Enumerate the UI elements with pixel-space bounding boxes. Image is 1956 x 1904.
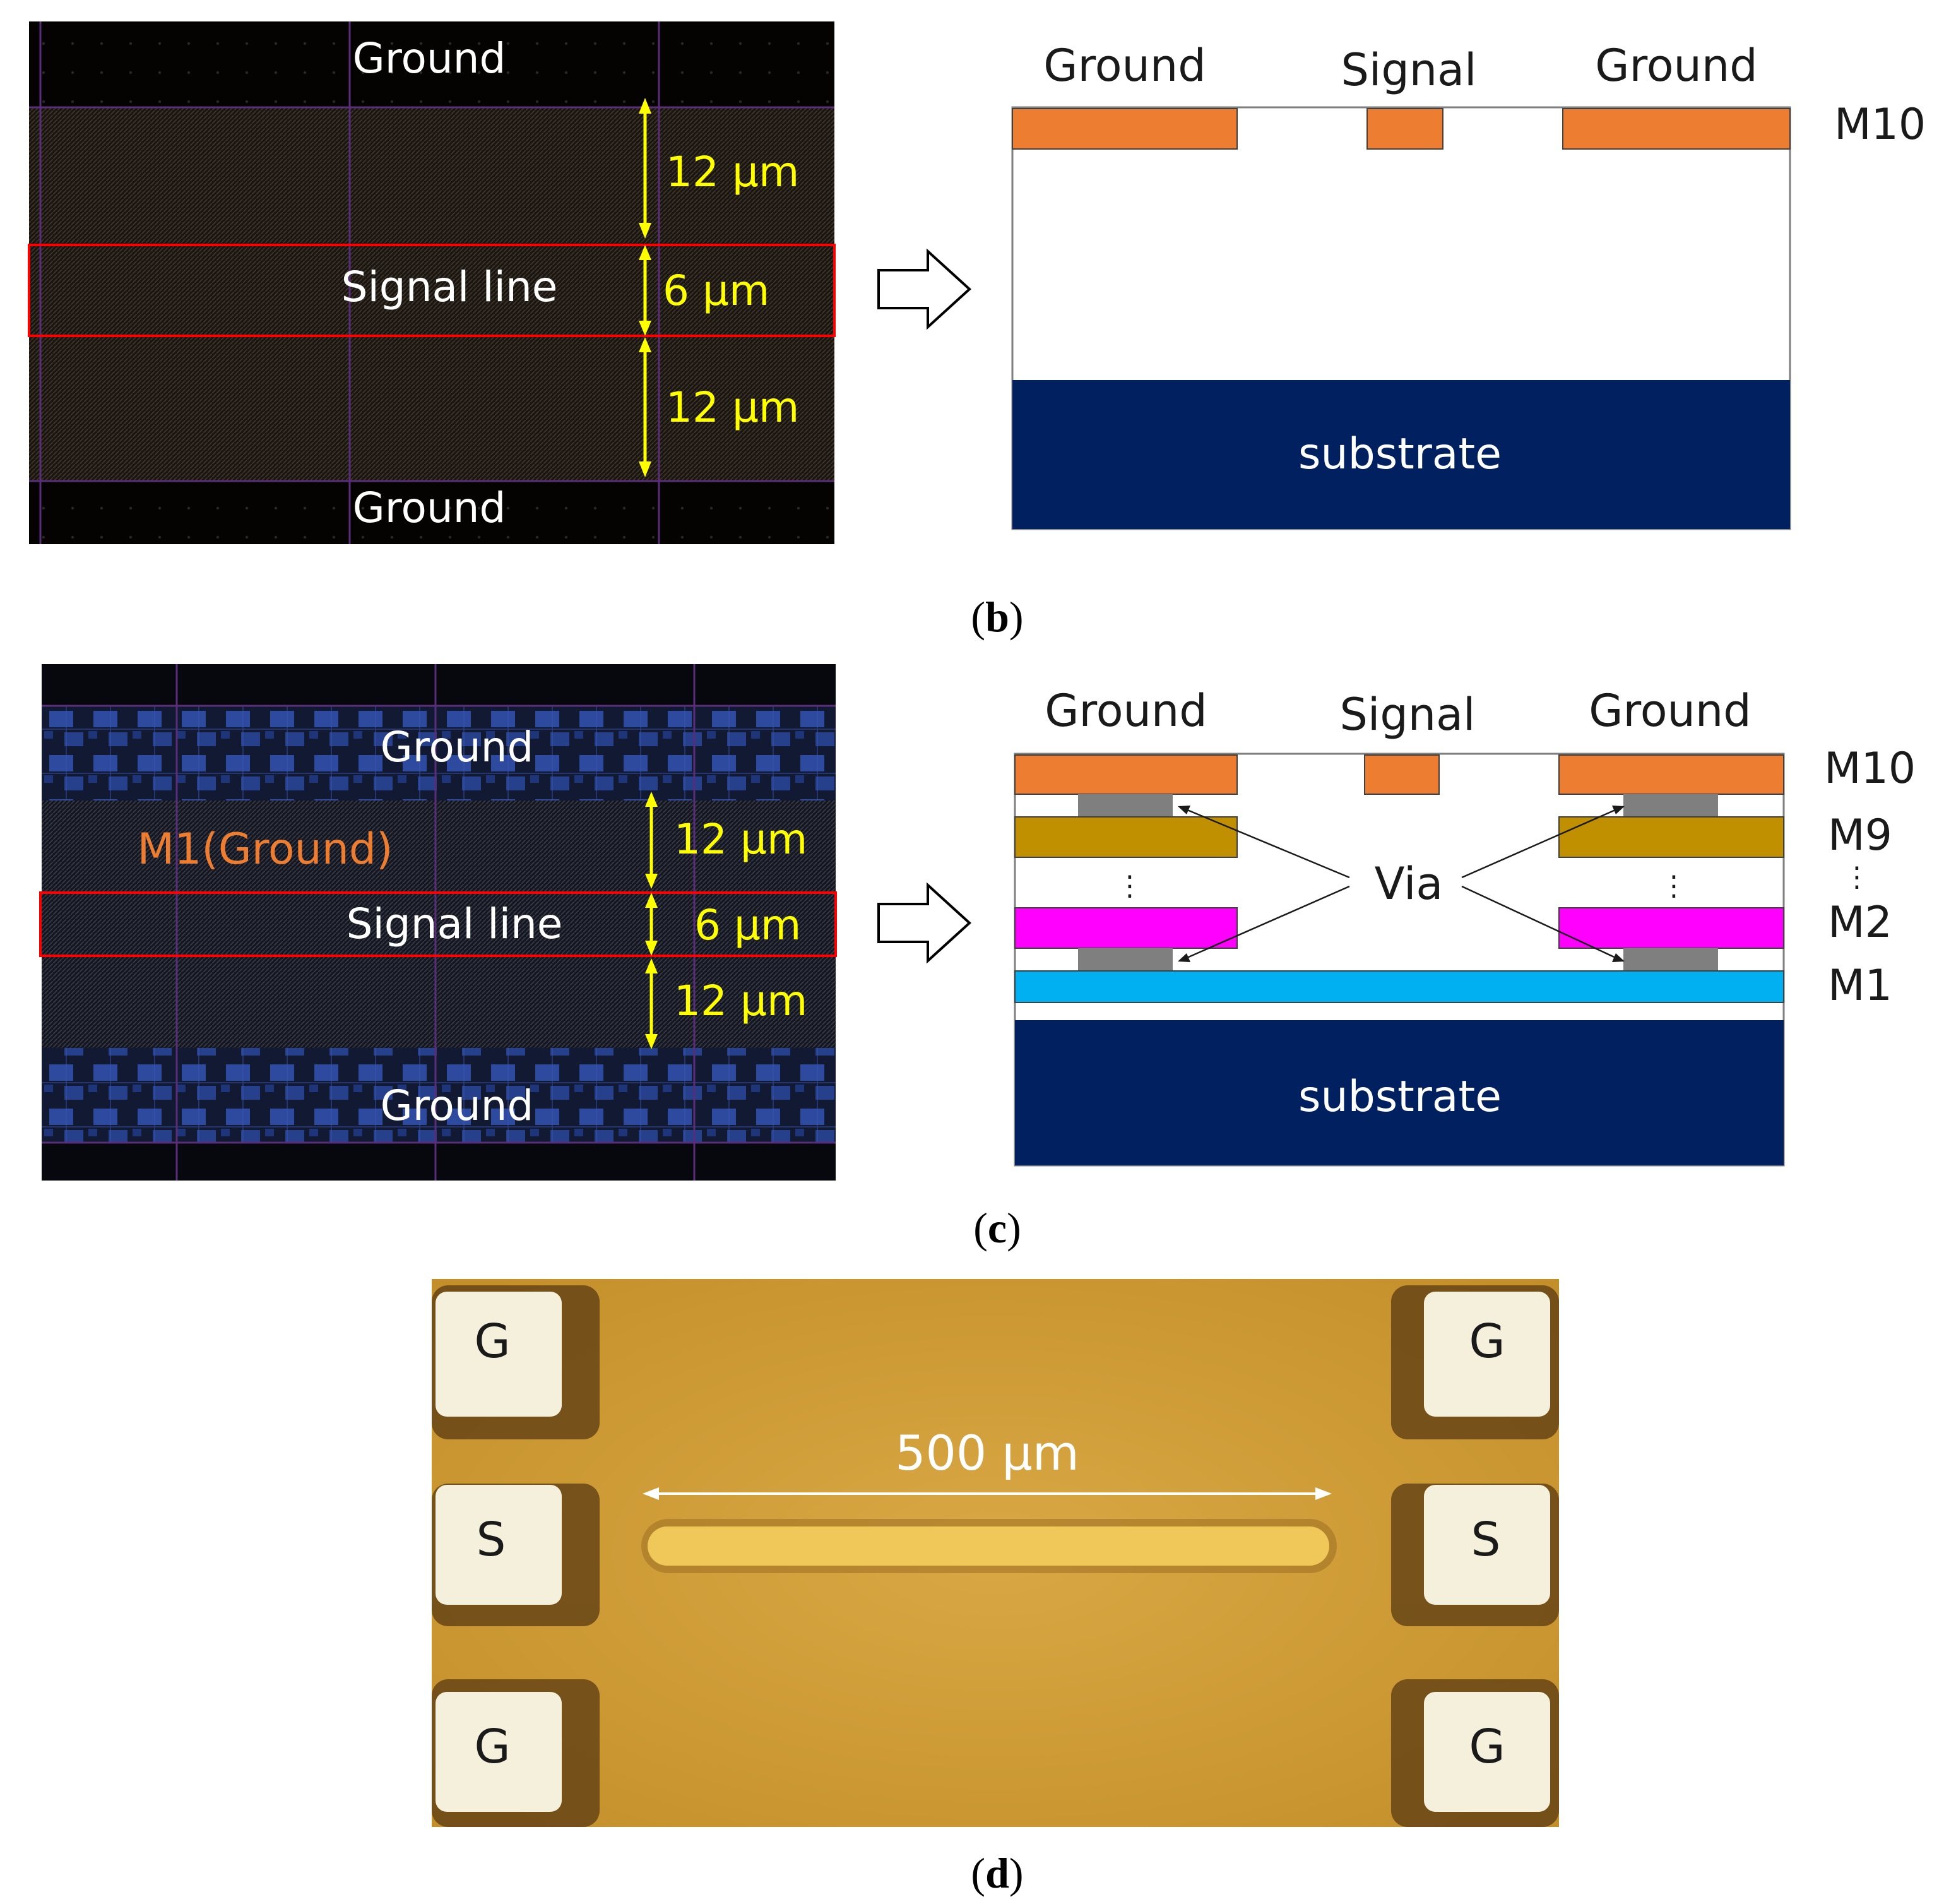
ground-conductor-left [1012, 108, 1238, 150]
ground-label-top: Ground [353, 34, 506, 83]
ground-conductor-right [1562, 108, 1791, 150]
via-left-upper [1078, 794, 1173, 817]
panel-c-cross-section: ⋮ ⋮ Via Ground Signal Ground M10 [1014, 685, 1916, 1167]
top-boundary-strip [42, 664, 836, 706]
substrate-block [1012, 380, 1790, 529]
cross-section-signal-label: Signal [1339, 689, 1475, 741]
signal-line-label: Signal line [347, 900, 563, 948]
layer-label-m2: M2 [1828, 898, 1892, 948]
dimension-arrows [639, 98, 651, 477]
pad-label-left-top: G [474, 1314, 510, 1369]
dimension-label-bottom: 12 μm [674, 977, 807, 1025]
via-left-lower [1078, 948, 1173, 971]
via-label: Via [1375, 858, 1443, 910]
pad-left-middle [436, 1485, 562, 1605]
pad-label-right-middle: S [1471, 1513, 1501, 1567]
hatched-region [29, 107, 834, 481]
ground-band-bottom [29, 481, 834, 544]
right-arrow-icon [877, 248, 971, 330]
panel-d: G S G G S G 500 μm (d) [432, 1279, 1559, 1897]
cross-section-ground-label-left: Ground [1043, 40, 1206, 92]
signal-line-highlight [28, 244, 836, 337]
pad-label-right-top: G [1469, 1314, 1505, 1369]
substrate-block [1015, 1020, 1784, 1165]
hatched-region [42, 800, 836, 1048]
cross-section-ground-label-left: Ground [1045, 685, 1207, 737]
pad-right-top [1424, 1292, 1550, 1417]
length-label: 500 μm [895, 1425, 1079, 1481]
ellipsis-right: ⋮ [1660, 870, 1688, 902]
m2-left [1014, 907, 1238, 949]
ground-tiles-bottom [42, 1048, 836, 1143]
signal-conductor [1366, 108, 1443, 150]
length-dimension-arrow [643, 1487, 1332, 1500]
ground-m10-right [1558, 754, 1784, 795]
pad-squares [436, 1292, 1550, 1812]
layer-ellipsis: ⋮ [1843, 861, 1871, 893]
cross-section-ground-label-right: Ground [1595, 40, 1757, 92]
ground-m10-left [1014, 754, 1238, 795]
substrate-label: substrate [1298, 1072, 1502, 1122]
via-pointer-lines [1178, 806, 1625, 962]
chip-micrograph: G S G G S G 500 μm [432, 1279, 1559, 1827]
caption-d: (d) [971, 1849, 1023, 1897]
signal-line-label: Signal line [341, 263, 558, 311]
pad-right-bottom [1424, 1692, 1550, 1812]
dimension-label-mid: 6 μm [663, 266, 769, 315]
pad-right-middle [1424, 1485, 1550, 1605]
substrate-label: substrate [1298, 429, 1502, 479]
pad-label-left-middle: S [477, 1513, 506, 1567]
panel-b-cross-section: Ground Signal Ground M10 substrate [1011, 40, 1926, 530]
via-right-upper [1623, 794, 1718, 817]
pad-left-bottom [436, 1692, 562, 1812]
panel-c-layout-view: Ground M1(Ground) Signal line Ground 12 … [39, 664, 837, 1181]
ground-band-top [29, 21, 834, 107]
layer-label-m9: M9 [1828, 811, 1892, 860]
layout-grid-lines [42, 664, 836, 1181]
m2-right [1558, 907, 1784, 949]
transmission-line [648, 1526, 1329, 1566]
pad-label-left-bottom: G [474, 1720, 510, 1774]
panel-b: Ground Signal line Ground 12 μm 6 μm 12 … [28, 21, 1926, 641]
signal-line-highlight [39, 891, 837, 957]
dimension-label-bottom: 12 μm [666, 383, 799, 432]
dimension-label-top: 12 μm [666, 148, 799, 196]
m9-right [1558, 816, 1784, 858]
ellipsis-left: ⋮ [1116, 870, 1144, 902]
m9-left [1014, 816, 1238, 858]
ground-label-top: Ground [381, 723, 534, 771]
dimension-arrows [645, 792, 658, 1049]
cross-section-signal-label: Signal [1341, 44, 1476, 96]
m1-ground-plane [1014, 970, 1784, 1003]
ground-label-bottom: Ground [353, 484, 506, 532]
bottom-boundary-strip [42, 1143, 836, 1181]
cross-section-ground-label-right: Ground [1589, 685, 1751, 737]
signal-m10 [1364, 754, 1440, 795]
pad-left-top [436, 1292, 562, 1417]
ground-tiles-top [42, 706, 836, 800]
via-right-lower [1623, 948, 1718, 971]
layout-grid-lines [29, 21, 834, 544]
layer-label-m10: M10 [1824, 744, 1916, 794]
layer-label-m1: M1 [1828, 961, 1892, 1011]
caption-c: (c) [973, 1204, 1021, 1252]
ground-label-bottom: Ground [381, 1081, 534, 1130]
panel-b-layout-view: Ground Signal line Ground 12 μm 6 μm 12 … [28, 21, 836, 544]
pad-label-right-bottom: G [1469, 1720, 1505, 1774]
panel-c: Ground M1(Ground) Signal line Ground 12 … [39, 664, 1916, 1252]
dimension-label-mid: 6 μm [694, 901, 801, 949]
right-arrow-icon [877, 882, 971, 964]
dimension-label-top: 12 μm [674, 815, 807, 864]
m1-ground-label: M1(Ground) [137, 824, 393, 874]
caption-b: (b) [971, 593, 1023, 641]
layer-label-m10: M10 [1834, 100, 1926, 150]
